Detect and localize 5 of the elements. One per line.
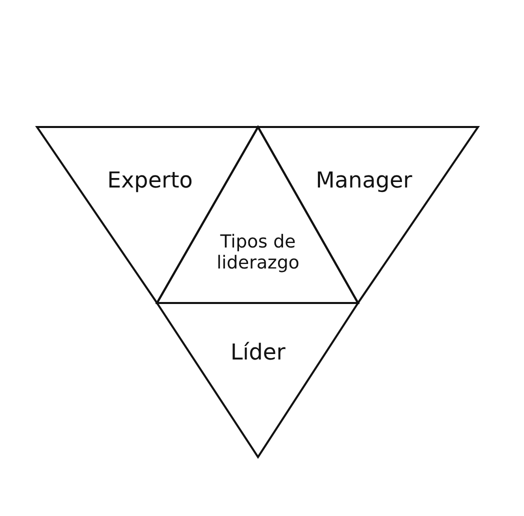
segment-label: Experto: [106, 168, 194, 194]
segment-label: Líder: [230, 340, 286, 366]
triangle-segment: [157, 303, 358, 457]
segment-label: Tipos de liderazgo: [216, 232, 300, 274]
segment-label: Manager: [314, 168, 414, 194]
